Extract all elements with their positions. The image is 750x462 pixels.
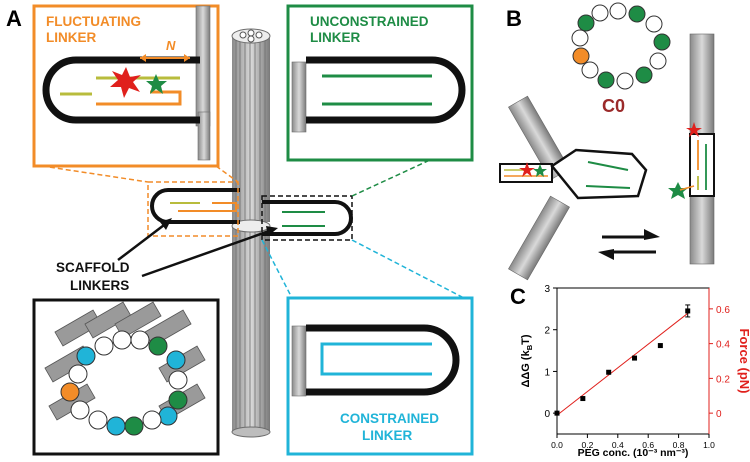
data-points-group — [554, 304, 691, 416]
y-tick-label: 2 — [544, 326, 550, 337]
y-right-tick-label: 0.4 — [716, 340, 730, 351]
fluctuating-label-2: LINKER — [46, 30, 97, 45]
constrained-label-2: LINKER — [362, 428, 413, 443]
y-axis-left-label-main: ΔΔG (k — [520, 349, 532, 387]
constrained-label-1: CONSTRAINED — [340, 411, 439, 426]
x-tick-label: 0.8 — [673, 440, 685, 450]
n-arrow-icon — [140, 54, 190, 62]
x-tick-label: 0.2 — [581, 440, 593, 450]
connector-orange-2 — [215, 165, 239, 183]
y-axis-ticks: 0 1 2 3 — [544, 284, 557, 420]
red-star-icon — [110, 67, 141, 98]
x-axis-ticks: 0.0 0.2 0.4 0.6 0.8 1.0 — [551, 434, 715, 450]
c0-label: C0 — [602, 96, 625, 116]
connector-green — [351, 159, 431, 197]
panel-c-letter: C — [510, 284, 526, 309]
fluctuating-zoom-box — [147, 181, 239, 237]
y-tick-label: 3 — [544, 284, 550, 295]
x-tick-label: 0.0 — [551, 440, 563, 450]
panel-a-letter: A — [6, 6, 22, 31]
cross-section-panel — [32, 298, 220, 456]
central-bundle-top — [231, 28, 271, 222]
green-star-icon — [146, 74, 167, 94]
central-bundle-bottom — [231, 219, 271, 438]
y-axis-left-label-end: T) — [520, 334, 532, 345]
fluctuating-label-1: FLUCTUATING — [46, 14, 141, 29]
data-point — [580, 396, 586, 402]
data-point — [606, 369, 612, 375]
unconstrained-label-1: UNCONSTRAINED — [310, 14, 429, 29]
equilibrium-arrows-icon — [598, 229, 660, 260]
y-right-axis-ticks: 0 0.2 0.4 0.6 — [708, 288, 730, 434]
c0-ring-diagram — [571, 2, 671, 90]
scaffold-linker-loops — [150, 188, 353, 236]
fluctuating-linker-panel: FLUCTUATING LINKER N — [32, 4, 220, 168]
y-axis-left-label-sub: B — [525, 344, 534, 350]
green-star-icon-b2 — [668, 182, 688, 199]
y-axis-right-label: Force (pN) — [737, 329, 750, 394]
data-point — [685, 308, 691, 314]
x-tick-label: 0.4 — [612, 440, 624, 450]
green-star-icon-b1 — [533, 164, 547, 177]
data-point — [657, 343, 663, 349]
scaffold-label-1: SCAFFOLD — [56, 260, 130, 275]
x-tick-label: 0.6 — [642, 440, 654, 450]
open-state-structure — [499, 95, 648, 281]
connector-cyan-2 — [261, 239, 293, 299]
scaffold-linkers-annotation: SCAFFOLD LINKERS — [56, 218, 278, 293]
unconstrained-linker-panel: UNCONSTRAINED LINKER — [286, 4, 474, 162]
x-tick-label: 1.0 — [703, 440, 715, 450]
y-tick-label: 1 — [544, 367, 550, 378]
closed-state-structure — [668, 33, 715, 265]
unconstrained-label-2: LINKER — [310, 30, 361, 45]
n-label: N — [166, 38, 176, 53]
constrained-linker-panel: CONSTRAINED LINKER — [286, 296, 474, 456]
y-axis-left-label: ΔΔG (kBT) — [520, 334, 534, 387]
red-star-icon-b1 — [519, 162, 535, 177]
x-axis-label: PEG conc. (10⁻³ nm⁻³) — [578, 447, 689, 459]
y-right-tick-label: 0.6 — [716, 305, 730, 316]
panel-b-letter: B — [506, 6, 522, 31]
scaffold-label-2: LINKERS — [70, 278, 129, 293]
y-right-tick-label: 0.2 — [716, 374, 730, 385]
scaffold-zoom-box — [261, 195, 353, 241]
fit-line-group — [556, 311, 690, 416]
delta-g-chart: 0.0 0.2 0.4 0.6 0.8 1.0 0 1 2 3 0 0.2 0.4 0.6 PEG c… — [520, 284, 750, 459]
connector-orange — [41, 165, 149, 183]
connector-cyan — [351, 239, 465, 299]
data-point — [632, 355, 638, 361]
red-star-icon-b2 — [686, 122, 702, 137]
y-right-tick-label: 0 — [716, 409, 722, 420]
data-point — [554, 410, 560, 416]
y-tick-label: 0 — [544, 409, 550, 420]
fit-line — [556, 311, 690, 416]
